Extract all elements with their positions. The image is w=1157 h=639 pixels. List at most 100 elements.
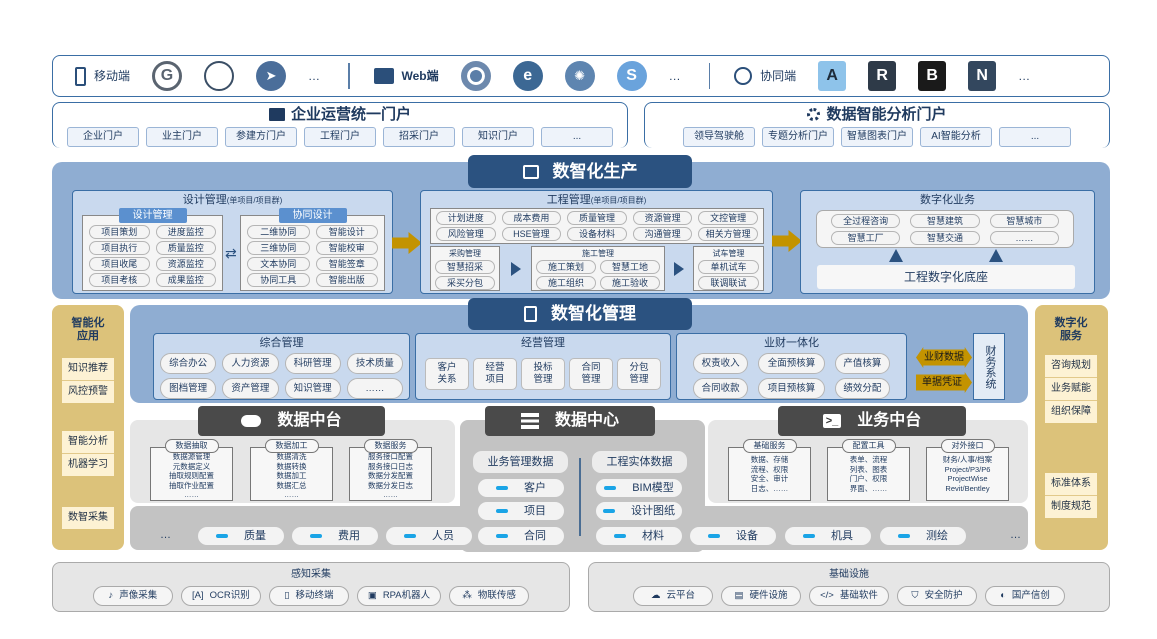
data-row-item[interactable]: 机具 <box>785 527 871 545</box>
service-item[interactable]: 业务赋能 <box>1045 377 1097 400</box>
perception-item[interactable]: ♪声像采集 <box>92 586 173 606</box>
data-row-item[interactable]: 人员 <box>386 527 472 545</box>
general-item[interactable]: 技术质量 <box>346 353 403 374</box>
collab-item[interactable]: 智能签章 <box>315 257 378 271</box>
procure-item[interactable]: 智慧招采 <box>435 260 495 274</box>
finance-item[interactable]: 合同收款 <box>693 378 749 399</box>
smart-app-item[interactable]: 风控预警 <box>62 380 114 403</box>
construct-item[interactable]: 施工验收 <box>600 276 660 290</box>
g-app-icon[interactable]: G <box>152 61 183 91</box>
more-web[interactable]: … <box>668 69 681 83</box>
collab-item[interactable]: 协同工具 <box>247 273 310 287</box>
portal-button[interactable]: AI智能分析 <box>920 127 992 147</box>
perception-item[interactable]: [A]OCR识别 <box>180 586 261 606</box>
smart-app-item[interactable]: 智能分析 <box>68 436 108 447</box>
general-item[interactable]: 知识管理 <box>284 378 341 399</box>
business-item[interactable]: 投标 管理 <box>521 358 565 390</box>
collab-item[interactable]: 三维协同 <box>247 241 310 255</box>
chrome-icon[interactable] <box>460 61 491 91</box>
engineering-item[interactable]: 相关方管理 <box>698 227 758 241</box>
more-item[interactable]: … <box>160 529 171 541</box>
construct-item[interactable]: 施工组织 <box>536 276 596 290</box>
collab-item[interactable]: 智能设计 <box>315 225 378 239</box>
general-item[interactable]: 资产管理 <box>222 378 279 399</box>
portal-button[interactable]: 智慧图表门户 <box>841 127 913 147</box>
collab-client[interactable]: 协同端 <box>734 67 796 85</box>
finance-item[interactable]: 产值核算 <box>834 353 890 374</box>
smart-app-item[interactable]: 知识推荐 <box>68 363 108 374</box>
business-item[interactable]: 客户 关系 <box>425 358 469 390</box>
autocad-icon[interactable]: A <box>818 61 847 91</box>
portal-button[interactable]: 领导驾驶舱 <box>683 127 755 147</box>
collab-item[interactable]: 文本协同 <box>247 257 310 271</box>
data-row-item[interactable]: 合同 <box>478 527 564 545</box>
smart-app-item[interactable]: 机器学习 <box>62 453 114 476</box>
engineering-item[interactable]: 质量管理 <box>567 211 627 225</box>
data-item[interactable]: 项目 <box>478 502 564 520</box>
digital-base[interactable]: 工程数字化底座 <box>817 265 1075 289</box>
fan-browser-icon[interactable]: ✺ <box>564 61 595 91</box>
more-collab[interactable]: … <box>1018 69 1031 83</box>
design-item[interactable]: 项目策划 <box>89 225 150 239</box>
design-item[interactable]: 项目执行 <box>89 241 150 255</box>
business-item[interactable]: 经营 项目 <box>473 358 517 390</box>
service-item[interactable]: 制度规范 <box>1045 495 1097 518</box>
engineering-item[interactable]: 资源管理 <box>632 211 693 225</box>
infra-item[interactable]: ▤硬件设施 <box>721 586 801 606</box>
perception-item[interactable]: ▯移动终端 <box>268 586 349 606</box>
more-item[interactable]: … <box>1010 529 1021 541</box>
portal-button[interactable]: 企业门户 <box>67 127 139 147</box>
design-item[interactable]: 资源监控 <box>155 257 216 271</box>
trial-item[interactable]: 单机试车 <box>698 260 759 274</box>
mobile-client[interactable]: 移动端 <box>75 66 130 86</box>
portal-button[interactable]: ... <box>541 127 613 147</box>
engineering-item[interactable]: 沟通管理 <box>632 227 693 241</box>
construct-item[interactable]: 施工策划 <box>536 260 596 274</box>
perception-item[interactable]: ▣RPA机器人 <box>356 586 442 606</box>
s-browser-icon[interactable]: S <box>616 61 647 91</box>
digital-item[interactable]: 智慧工厂 <box>831 231 901 245</box>
portal-button[interactable]: 知识门户 <box>462 127 534 147</box>
digital-item[interactable]: 全过程咨询 <box>831 214 901 228</box>
engineering-item[interactable]: 文控管理 <box>698 211 758 225</box>
design-item[interactable]: 项目收尾 <box>89 257 150 271</box>
design-item[interactable]: 质量监控 <box>155 241 216 255</box>
finance-system[interactable]: 财务系统 <box>973 333 1005 400</box>
portal-button[interactable]: 专题分析门户 <box>762 127 834 147</box>
data-row-item[interactable]: 费用 <box>292 527 378 545</box>
more-mobile[interactable]: … <box>308 69 321 83</box>
collab-item[interactable]: 智能出版 <box>315 273 378 287</box>
infra-item[interactable]: ☁云平台 <box>633 586 713 606</box>
trial-item[interactable]: 联调联试 <box>698 276 759 290</box>
portal-button[interactable]: ... <box>999 127 1071 147</box>
collab-item[interactable]: 二维协同 <box>247 225 310 239</box>
revit-icon[interactable]: R <box>868 61 897 91</box>
collab-item[interactable]: 智能校审 <box>315 241 378 255</box>
general-item[interactable]: 综合办公 <box>160 353 217 374</box>
general-item[interactable]: 图档管理 <box>160 378 217 399</box>
finance-item[interactable]: 项目预核算 <box>758 378 825 399</box>
infra-item[interactable]: </>基础软件 <box>809 586 889 606</box>
engineering-item[interactable]: HSE管理 <box>501 227 562 241</box>
data-row-item[interactable]: 质量 <box>198 527 284 545</box>
smart-app-item[interactable]: 数智采集 <box>68 512 108 523</box>
dingtalk-icon[interactable]: ➤ <box>256 61 287 91</box>
finance-item[interactable]: 全面预核算 <box>758 353 825 374</box>
data-row-item[interactable]: 设备 <box>690 527 776 545</box>
perception-item[interactable]: ⁂物联传感 <box>449 586 530 606</box>
engineering-item[interactable]: 设备材料 <box>567 227 627 241</box>
data-item[interactable]: 设计图纸 <box>596 502 682 520</box>
navisworks-icon[interactable]: N <box>968 61 997 91</box>
general-item[interactable]: 人力资源 <box>222 353 279 374</box>
digital-item[interactable]: 智慧交通 <box>910 231 980 245</box>
service-item[interactable]: 组织保障 <box>1045 400 1097 423</box>
finance-item[interactable]: 权责收入 <box>693 353 749 374</box>
engineering-item[interactable]: 风险管理 <box>436 227 496 241</box>
service-item[interactable]: 咨询规划 <box>1051 360 1091 371</box>
infra-item[interactable]: ⛉安全防护 <box>897 586 977 606</box>
service-item[interactable]: 标准体系 <box>1051 478 1091 489</box>
portal-button[interactable]: 业主门户 <box>146 127 218 147</box>
engineering-item[interactable]: 计划进度 <box>436 211 496 225</box>
bentley-icon[interactable]: B <box>918 61 947 91</box>
procure-item[interactable]: 采买分包 <box>435 276 495 290</box>
